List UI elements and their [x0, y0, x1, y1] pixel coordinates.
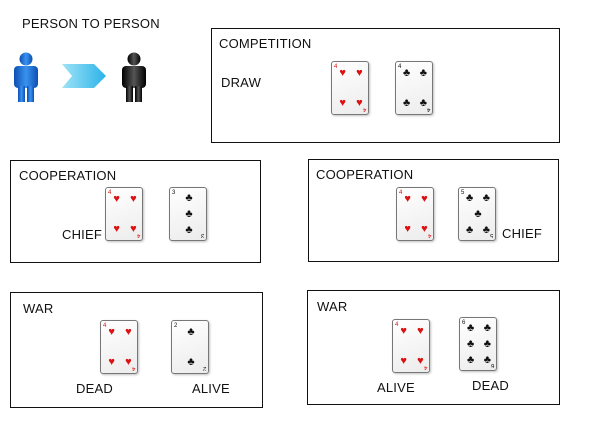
person-icon-blue [14, 52, 38, 102]
heart-pip-icon: ♥ [404, 192, 411, 205]
heart-pip-icon: ♥ [404, 223, 411, 236]
outcome-label: CHIEF [502, 226, 542, 241]
heart-pip-icon: ♥ [421, 192, 428, 205]
heart-pip-icon: ♥ [113, 223, 120, 236]
heart-pip-icon: ♥ [339, 66, 346, 79]
card-corner-rank: 5 [461, 190, 465, 196]
heart-pip-icon: ♥ [417, 324, 424, 337]
outcome-label-left: ALIVE [377, 380, 415, 395]
heart-pip-icon: ♥ [108, 325, 115, 338]
heart-pip-icon: ♥ [339, 97, 346, 110]
card-corner-rank: 3 [172, 190, 176, 196]
club-pip-icon: ♣ [403, 66, 411, 79]
club-pip-icon: ♣ [467, 338, 475, 350]
panel-title: COMPETITION [219, 36, 312, 51]
heart-pip-icon: ♥ [421, 223, 428, 236]
club-pip-icon: ♣ [482, 224, 490, 237]
card-corner-rank: 2 [174, 323, 178, 329]
heart-pip-icon: ♥ [125, 325, 132, 338]
club-pip-icon: ♣ [474, 208, 482, 220]
club-pip-icon: ♣ [483, 321, 491, 334]
person-icon-black [122, 52, 146, 102]
club-pip-icon: ♣ [419, 97, 427, 110]
club-pip-icon: ♣ [187, 356, 195, 369]
club-pip-icon: ♣ [466, 224, 474, 237]
card-corner-rank: 4 [398, 64, 402, 70]
panel-title: WAR [317, 299, 348, 314]
heart-pip-icon: ♥ [400, 355, 407, 368]
arrow-right-icon [62, 64, 106, 88]
club-pip-icon: ♣ [467, 321, 475, 334]
card-corner-rank: 3 [200, 232, 204, 238]
outcome-label-left: DEAD [76, 381, 113, 396]
heart-pip-icon: ♥ [356, 97, 363, 110]
heart-pip-icon: ♥ [108, 356, 115, 369]
club-pip-icon: ♣ [467, 354, 475, 367]
club-pip-icon: ♣ [419, 66, 427, 79]
outcome-label: DRAW [221, 75, 262, 90]
club-pip-icon: ♣ [185, 208, 193, 220]
heart-pip-icon: ♥ [130, 223, 137, 236]
heart-pip-icon: ♥ [125, 356, 132, 369]
heart-pip-icon: ♥ [417, 355, 424, 368]
outcome-label: CHIEF [62, 227, 102, 242]
club-pip-icon: ♣ [403, 97, 411, 110]
card-corner-rank: 4 [399, 190, 403, 196]
panel-title: COOPERATION [316, 167, 414, 182]
club-pip-icon: ♣ [483, 354, 491, 367]
heart-pip-icon: ♥ [113, 192, 120, 205]
club-pip-icon: ♣ [466, 191, 474, 204]
card-corner-rank: 4 [334, 64, 338, 70]
club-pip-icon: ♣ [185, 224, 193, 237]
club-pip-icon: ♣ [187, 325, 195, 338]
playing-card: 3 3 ♣ ♣ ♣ [169, 187, 207, 241]
heart-pip-icon: ♥ [356, 66, 363, 79]
outcome-label-right: ALIVE [192, 381, 230, 396]
card-corner-rank: 4 [395, 322, 399, 328]
club-pip-icon: ♣ [483, 338, 491, 350]
card-corner-rank: 6 [462, 320, 466, 326]
card-corner-rank: 4 [103, 323, 107, 329]
panel-title: WAR [23, 301, 54, 316]
club-pip-icon: ♣ [185, 191, 193, 204]
heart-pip-icon: ♥ [400, 324, 407, 337]
card-corner-rank: 2 [202, 365, 206, 371]
card-corner-rank: 4 [108, 190, 112, 196]
club-pip-icon: ♣ [482, 191, 490, 204]
playing-card: 2 2 ♣ ♣ [171, 320, 209, 374]
page-title: PERSON TO PERSON [22, 16, 160, 31]
person-to-person-graphic [14, 52, 146, 102]
outcome-label-right: DEAD [472, 378, 509, 393]
panel-title: COOPERATION [19, 168, 117, 183]
heart-pip-icon: ♥ [130, 192, 137, 205]
